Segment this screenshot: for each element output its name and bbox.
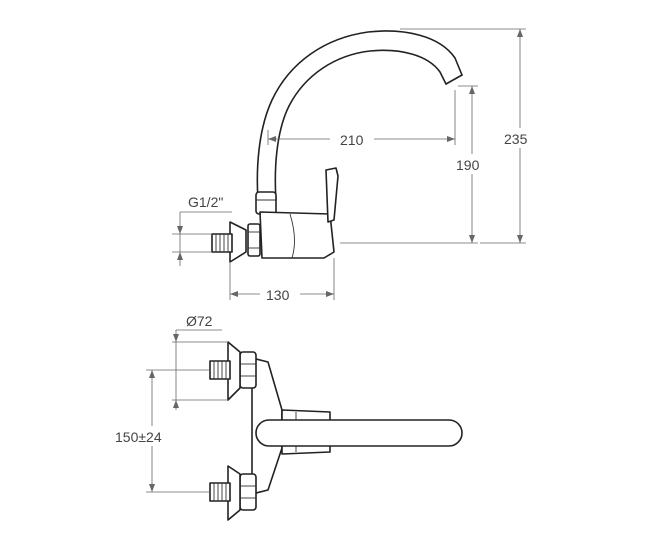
dim-130-label: 130 xyxy=(266,287,290,303)
dim-130-bg xyxy=(260,284,300,304)
dim-235-label: 235 xyxy=(504,131,528,147)
dim-150-arrow-t xyxy=(149,370,155,378)
top-inlet-lower xyxy=(209,482,231,502)
dim-235-bg xyxy=(500,128,540,148)
top-view xyxy=(209,341,463,521)
top-nut-lower xyxy=(239,473,257,511)
dim-190-label: 190 xyxy=(456,157,480,173)
dim-150-arrow-b xyxy=(149,484,155,492)
dim-150-bg xyxy=(112,426,188,446)
top-flange-lower xyxy=(227,465,241,521)
threaded-inlet xyxy=(211,233,233,253)
side-view-dimensions: 210 190 235 G1/2" 130 xyxy=(172,28,540,304)
dim-g12-arrow-b xyxy=(177,252,183,260)
spout-collar xyxy=(255,191,277,215)
top-inlet-upper xyxy=(209,360,231,380)
dim-210-label: 210 xyxy=(340,132,364,148)
dim-d72-label: Ø72 xyxy=(186,313,213,329)
inlet-nut xyxy=(247,223,261,257)
top-spout xyxy=(255,419,463,447)
side-view xyxy=(211,30,463,263)
dim-130-arrow-r xyxy=(326,291,334,297)
dim-235-arrow-b xyxy=(517,235,523,243)
dim-210-bg xyxy=(330,128,374,148)
top-nut-upper xyxy=(239,351,257,389)
body-detail xyxy=(289,213,295,259)
dim-d72-arrow-b xyxy=(173,400,179,408)
dim-190-arrow-t xyxy=(469,86,475,94)
mixer-body xyxy=(259,211,335,259)
dim-150-label: 150±24 xyxy=(115,429,162,445)
spout-inner xyxy=(274,49,447,201)
top-flange-upper xyxy=(227,341,241,401)
dim-235-arrow-t xyxy=(517,29,523,37)
dim-190-bg xyxy=(452,154,492,174)
dim-g12-arrow-t xyxy=(177,226,183,234)
spout-tip xyxy=(445,74,463,85)
dim-d72-arrow-t xyxy=(173,334,179,342)
dim-210-arrow-l xyxy=(268,136,276,142)
dim-130-arrow-l xyxy=(230,291,238,297)
spout-outer xyxy=(256,30,463,201)
dim-g12-label: G1/2" xyxy=(188,194,223,210)
dim-210-arrow-r xyxy=(447,136,455,142)
lever-handle xyxy=(325,167,339,223)
dim-190-arrow-b xyxy=(469,235,475,243)
top-view-dimensions: Ø72 150±24 xyxy=(112,313,228,493)
